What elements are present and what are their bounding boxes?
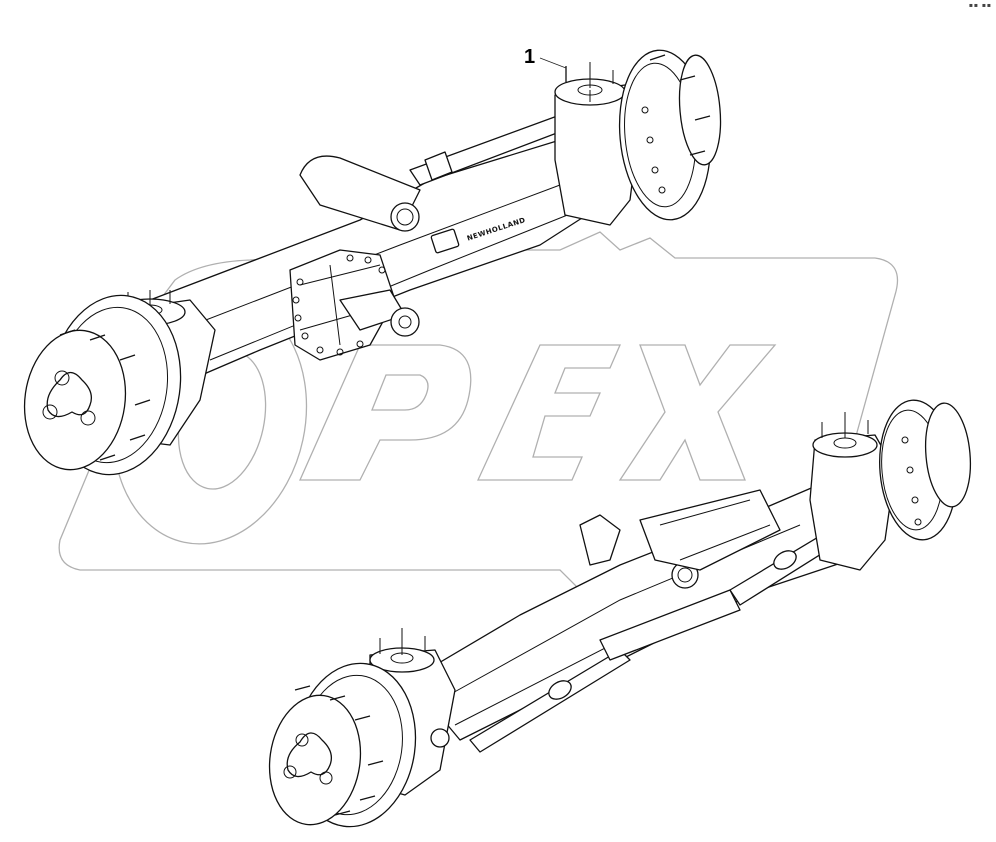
right-wheel-studs <box>649 54 711 156</box>
lower-axle-assembly <box>268 399 972 828</box>
right-flange-bolts <box>641 106 666 194</box>
corner-mark: ▪▪ ▪▪ <box>968 2 992 9</box>
upper-axle-assembly <box>23 49 722 476</box>
callout-1-leader-line <box>539 57 567 69</box>
lower-right-flange-bolts <box>901 436 922 526</box>
left-wheel-studs <box>59 329 151 461</box>
lower-left-wheel-studs <box>294 685 384 816</box>
diff-bolts <box>292 254 386 356</box>
callout-label-1[interactable]: 1 <box>524 46 536 68</box>
